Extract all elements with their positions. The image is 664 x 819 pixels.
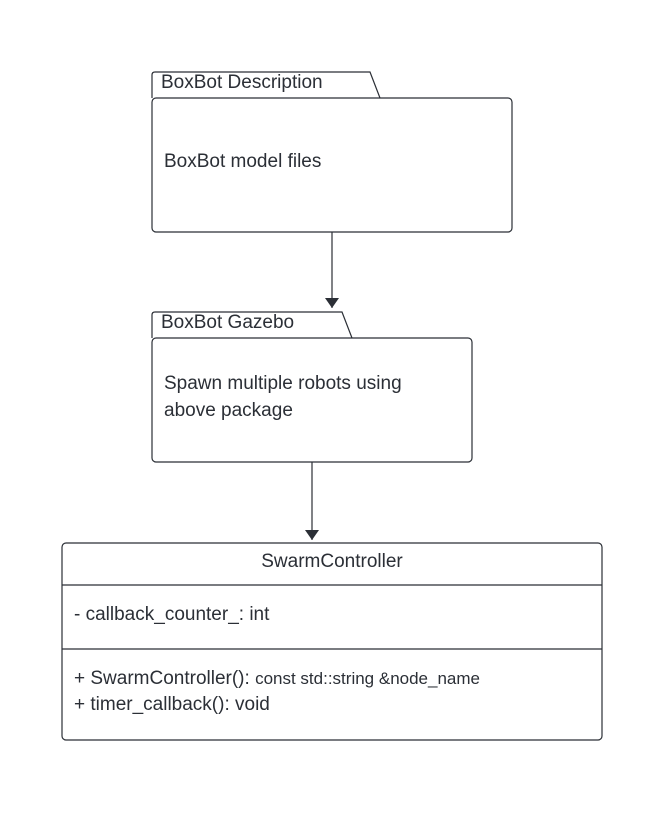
package-boxbot-gazebo xyxy=(151,311,473,463)
method-signature: + timer_callback(): void xyxy=(74,694,270,715)
package-tab xyxy=(151,71,381,99)
package-tab xyxy=(151,311,353,339)
class-swarmcontroller xyxy=(61,542,603,741)
package-description: BoxBot model files xyxy=(164,151,322,172)
class-name: SwarmController xyxy=(261,551,403,572)
package-name: BoxBot Gazebo xyxy=(161,312,295,333)
package-description-line: above package xyxy=(164,400,293,421)
package-boxbot-description xyxy=(151,71,513,233)
package-description-line: Spawn multiple robots using xyxy=(164,373,402,394)
class-method: + SwarmController(): const std::string &… xyxy=(74,667,480,691)
method-params: const std::string &node_name xyxy=(255,669,480,688)
package-name: BoxBot Description xyxy=(161,72,323,93)
class-method: + timer_callback(): void xyxy=(74,693,270,717)
method-signature: + SwarmController(): xyxy=(74,668,256,689)
class-box xyxy=(61,542,603,741)
package-description: Spawn multiple robots using above packag… xyxy=(164,370,464,424)
class-attribute: - callback_counter_: int xyxy=(74,604,270,625)
